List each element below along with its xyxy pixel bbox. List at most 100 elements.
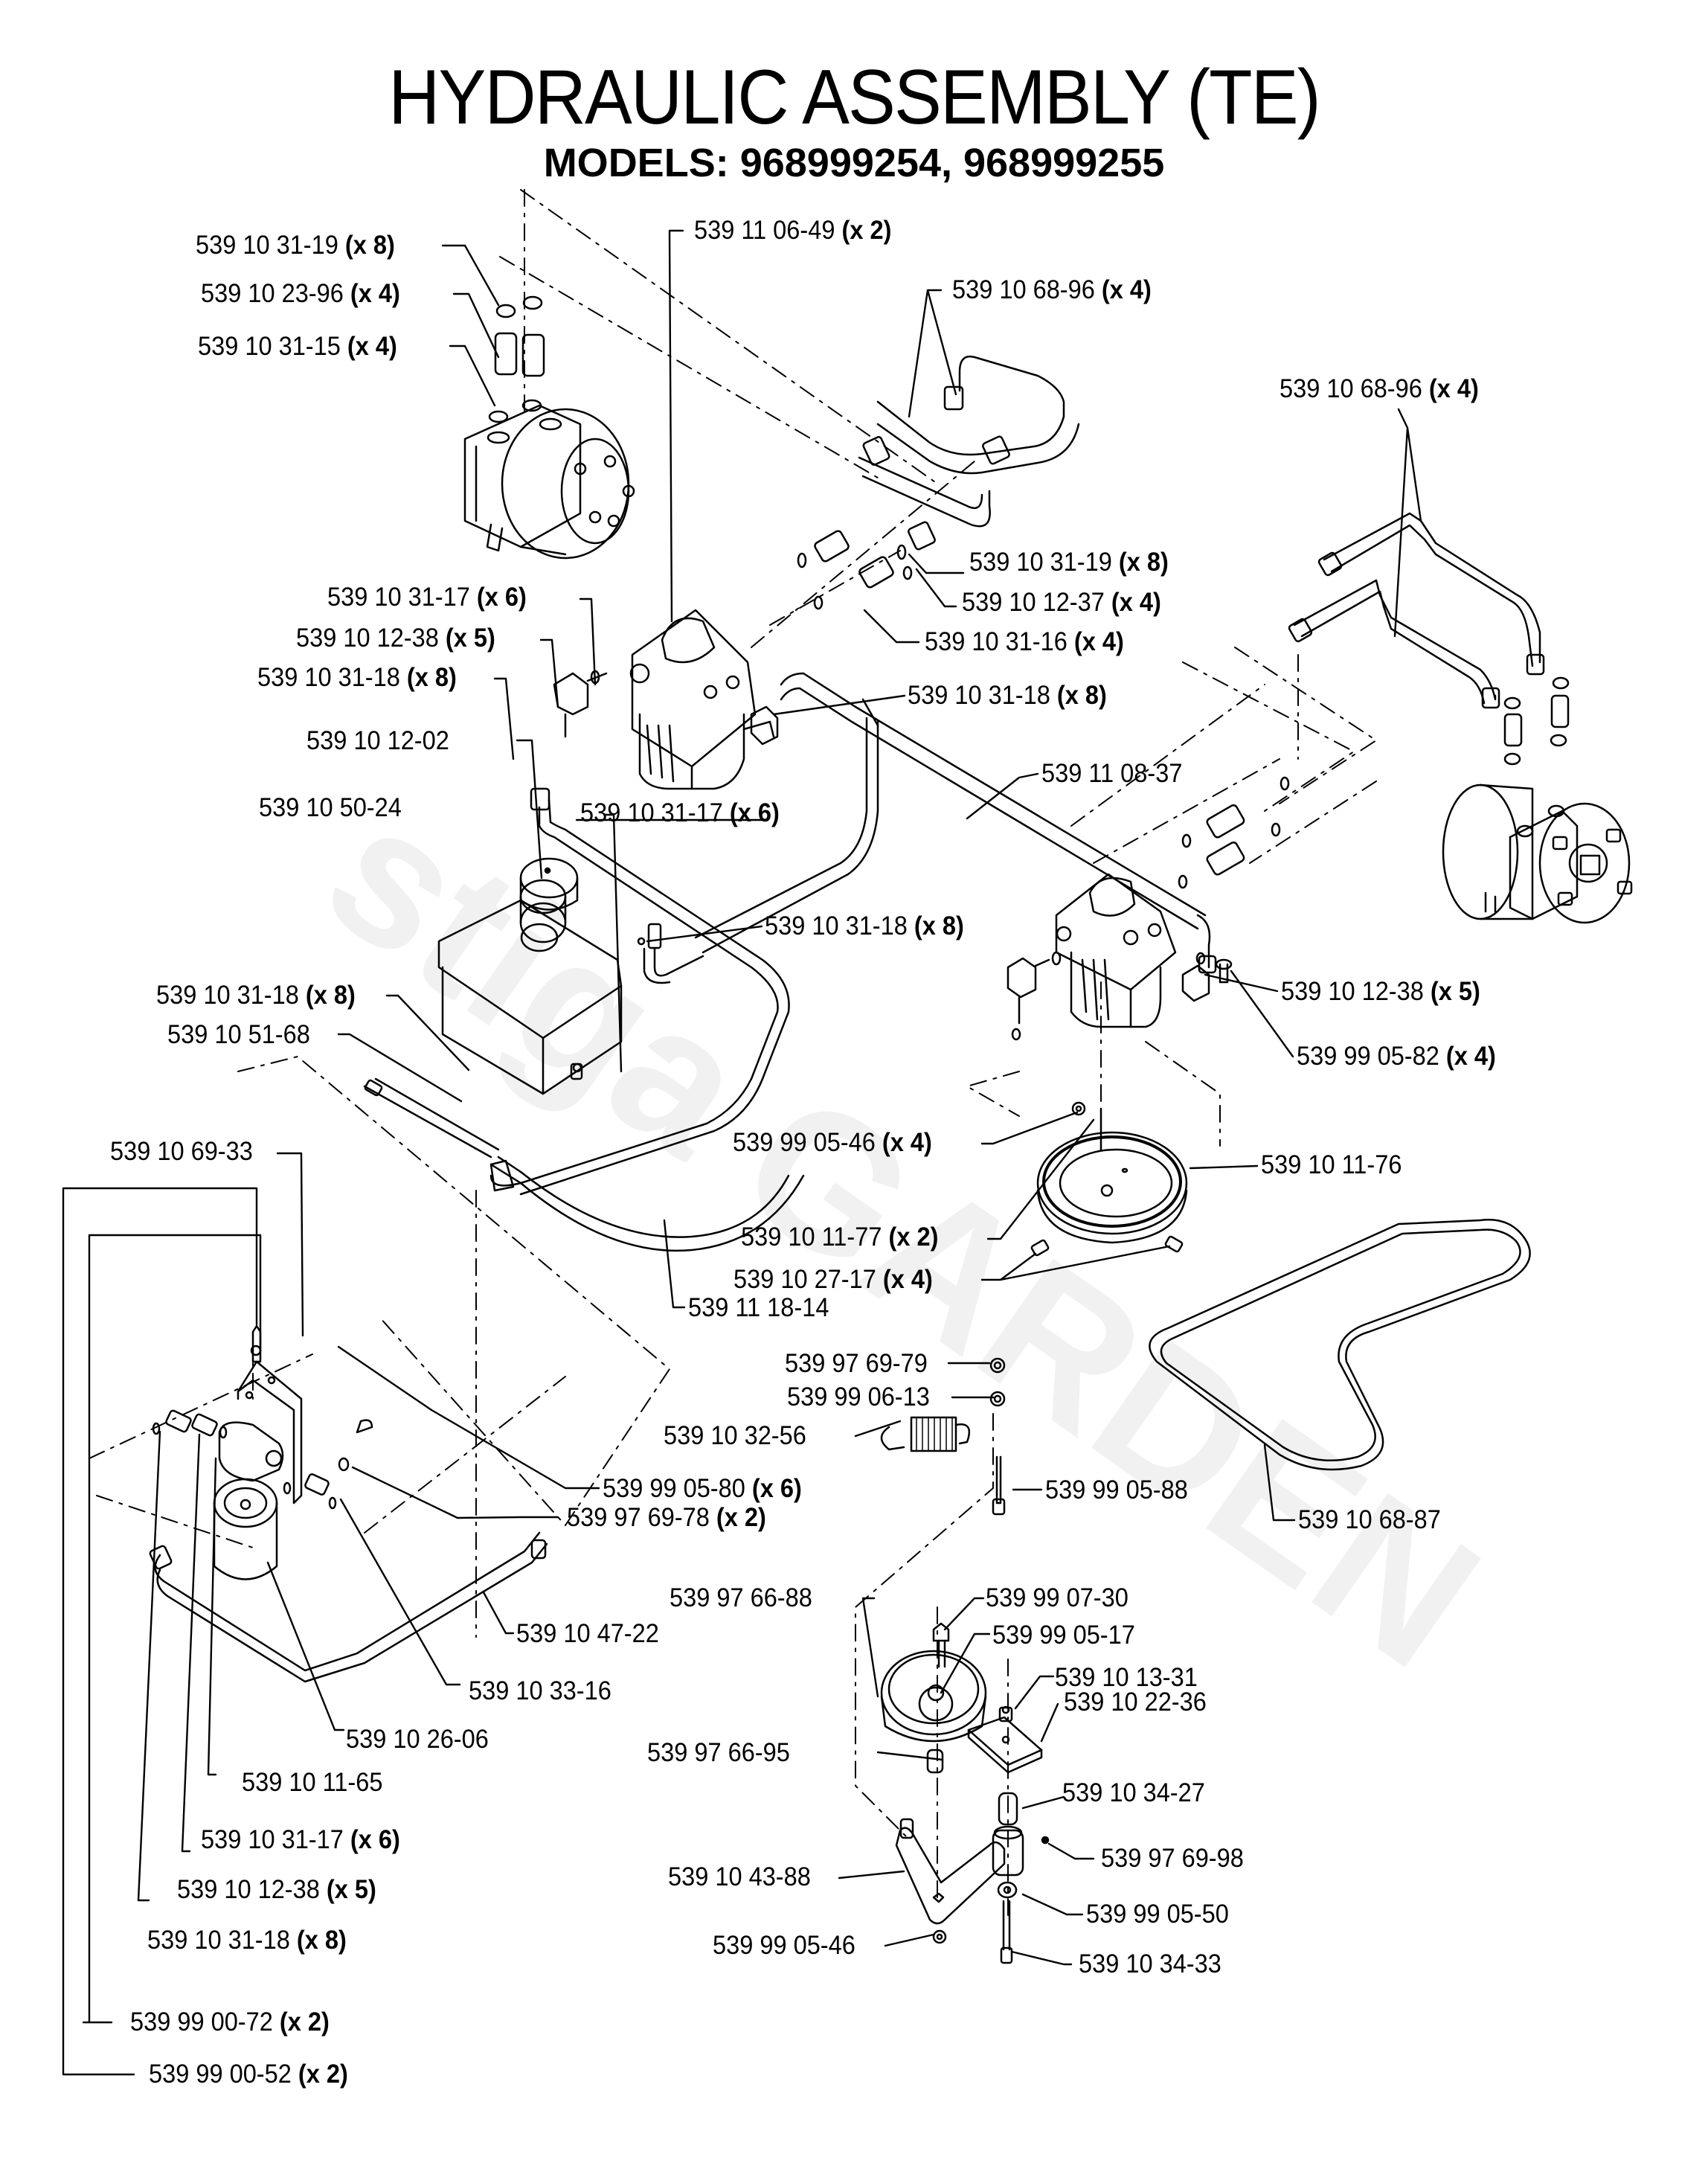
setscrew-69-98 (1041, 1836, 1050, 1845)
part-quantity: (x 6) (751, 1474, 802, 1503)
part-quantity: (x 4) (350, 279, 400, 308)
part-number: 539 10 34-27 (1062, 1778, 1205, 1807)
callout-label: 539 10 31-18(x 8) (147, 1927, 347, 1953)
callout-label: 539 10 31-16(x 4) (925, 629, 1124, 655)
part-number: 539 99 05-50 (1086, 1900, 1229, 1929)
callout-label: 539 10 27-17(x 4) (733, 1266, 933, 1292)
nut-05-46-lower (932, 1929, 947, 1944)
part-number: 539 99 05-82 (1297, 1042, 1439, 1071)
callout-label: 539 99 07-30 (986, 1585, 1128, 1611)
oil-reservoir (437, 879, 623, 1095)
callout-label: 539 99 05-50 (1086, 1901, 1229, 1927)
callout-label: 539 10 34-27 (1062, 1780, 1205, 1806)
filter-bracket (237, 1324, 303, 1505)
callout-label: 539 11 18-14 (688, 1295, 829, 1321)
callout-label: 539 10 31-19(x 8) (196, 232, 395, 258)
part-quantity: (x 2) (716, 1503, 766, 1532)
part-number: 539 10 12-38 (296, 624, 439, 653)
callout-label: 539 10 13-31 (1055, 1664, 1198, 1691)
part-number: 539 10 23-96 (201, 279, 344, 308)
fittings-left-motor (488, 295, 545, 423)
part-number: 539 10 11-76 (1261, 1150, 1402, 1179)
part-quantity: (x 5) (1430, 977, 1480, 1006)
callout-label: 539 11 08-37 (1041, 760, 1182, 786)
bolt-99-05-82 (1215, 958, 1233, 984)
part-quantity: (x 2) (841, 216, 892, 245)
callout-label: 539 97 66-95 (647, 1740, 790, 1766)
callout-label: 539 10 69-33 (110, 1138, 253, 1164)
callout-label: 539 97 69-98 (1101, 1845, 1244, 1871)
part-number: 539 97 69-78 (567, 1503, 710, 1532)
callout-label: 539 99 05-17 (992, 1622, 1135, 1648)
callout-label: 539 10 22-36 (1064, 1689, 1207, 1715)
part-number: 539 99 05-17 (992, 1621, 1135, 1650)
part-number: 539 10 31-18 (765, 911, 908, 940)
callout-label: 539 10 31-18(x 8) (908, 682, 1107, 708)
part-number: 539 10 31-17 (580, 798, 723, 827)
part-number: 539 97 69-79 (785, 1349, 928, 1378)
part-number: 539 99 05-88 (1045, 1475, 1188, 1505)
screws-27-17 (1030, 1235, 1184, 1257)
part-number: 539 10 12-02 (306, 726, 449, 755)
callout-label: 539 97 69-79 (785, 1350, 928, 1377)
washer-05-50 (997, 1881, 1018, 1899)
part-quantity: (x 4) (347, 332, 397, 361)
callout-label: 539 10 33-16 (469, 1678, 611, 1704)
part-quantity: (x 4) (1073, 627, 1124, 656)
part-number: 539 10 11-77 (741, 1223, 882, 1252)
reservoir-cap (519, 857, 579, 911)
part-quantity: (x 2) (279, 2007, 330, 2037)
part-number: 539 11 08-37 (1041, 759, 1183, 788)
part-number: 539 97 69-98 (1101, 1844, 1244, 1873)
hydraulic-tube-right (1288, 512, 1570, 766)
hydraulic-tube-upper-left (858, 355, 1080, 551)
tube-47-22 (149, 1531, 548, 1683)
part-quantity: (x 6) (350, 1825, 400, 1854)
part-number: 539 11 18-14 (688, 1293, 829, 1322)
bolt-34-33 (1000, 1900, 1013, 1964)
callout-label: 539 10 31-18(x 8) (765, 913, 964, 939)
page-title: HYDRAULIC ASSEMBLY (TE) (388, 54, 1320, 141)
part-number: 539 10 12-38 (1281, 977, 1424, 1006)
part-quantity: (x 8) (1056, 681, 1107, 710)
part-number: 539 10 47-22 (516, 1619, 659, 1648)
part-number: 539 10 12-37 (962, 588, 1105, 617)
callout-label: 539 99 05-88 (1045, 1477, 1188, 1503)
idler-arm (895, 1818, 1024, 1925)
callout-label: 539 10 50-24 (259, 795, 402, 821)
part-number: 539 10 31-18 (147, 1926, 290, 1955)
part-quantity: (x 4) (882, 1265, 933, 1294)
part-number: 539 10 27-17 (733, 1265, 876, 1294)
part-quantity: (x 8) (296, 1926, 347, 1955)
spacer-66-95 (926, 1749, 944, 1774)
tube-11-08-37 (694, 672, 1217, 974)
part-quantity: (x 4) (1445, 1042, 1496, 1071)
part-number: 539 10 31-17 (201, 1825, 344, 1854)
part-quantity: (x 4) (1111, 588, 1161, 617)
part-quantity: (x 8) (914, 911, 964, 940)
elbow-tube-tank (637, 923, 704, 984)
part-number: 539 10 51-68 (167, 1020, 310, 1049)
part-number: 539 10 22-36 (1064, 1688, 1207, 1717)
callout-label: 539 10 31-18(x 8) (257, 664, 457, 690)
alignment-lines (89, 189, 1377, 1920)
callout-label: 539 10 31-19(x 8) (969, 549, 1169, 575)
part-quantity: (x 4) (1101, 275, 1152, 304)
idler-pulley (880, 1650, 987, 1743)
part-number: 539 10 31-15 (198, 332, 341, 361)
nuts-69-79-06-13 (989, 1357, 1006, 1407)
part-quantity: (x 8) (344, 231, 395, 260)
part-number: 539 10 31-18 (257, 663, 400, 692)
callout-label: 539 10 68-96(x 4) (1280, 376, 1479, 402)
callout-label: 539 10 12-02 (306, 728, 449, 754)
callout-label: 539 10 11-65 (242, 1769, 382, 1795)
part-number: 539 10 31-19 (196, 231, 338, 260)
part-number: 539 97 66-88 (670, 1583, 812, 1612)
callout-label: 539 10 31-17(x 6) (201, 1827, 400, 1853)
callout-label: 539 99 05-82(x 4) (1297, 1043, 1496, 1069)
drive-belt (1149, 1219, 1531, 1471)
nut-13-31 (998, 1705, 1013, 1723)
plate-22-36 (967, 1716, 1043, 1774)
hydraulic-pump-upper (629, 609, 775, 790)
